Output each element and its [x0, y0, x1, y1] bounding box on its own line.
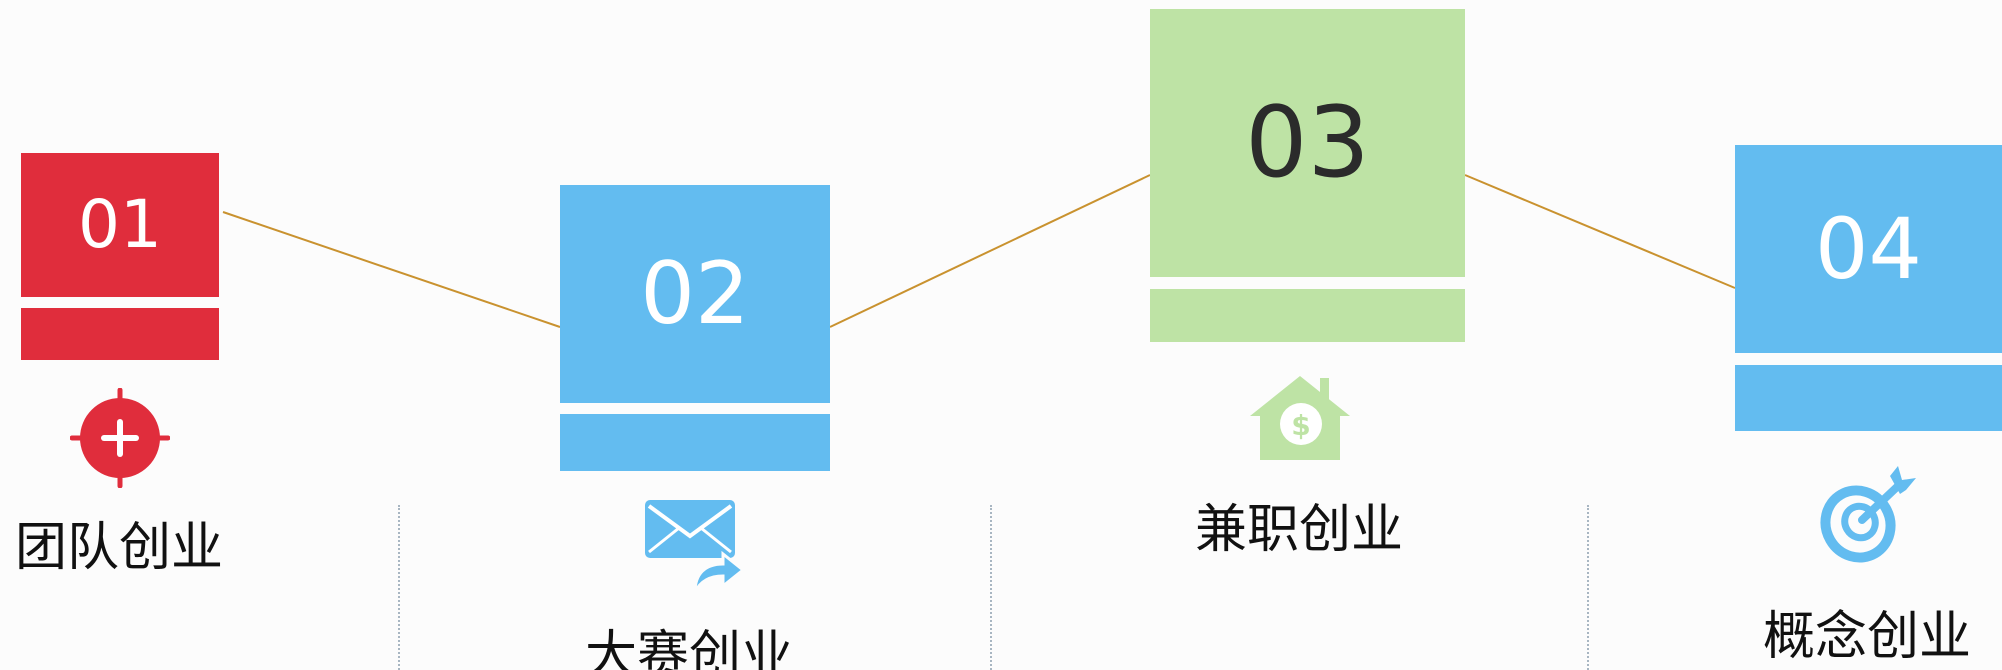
step-card-2-main: 02 [560, 185, 830, 403]
step-number-1: 01 [78, 186, 162, 263]
step-card-4: 04 [1735, 145, 2002, 431]
step-label-1: 团队创业 [14, 518, 223, 578]
step-card-1-main: 01 [21, 153, 219, 297]
step-number-4: 04 [1815, 200, 1922, 298]
step-card-2-bar [560, 414, 830, 471]
step-card-1: 01 [21, 153, 219, 360]
step-label-4: 概念创业 [1762, 607, 1971, 667]
divider-2 [990, 505, 992, 670]
step-number-2: 02 [640, 244, 750, 344]
mail-forward-icon [645, 500, 745, 593]
connector-line-1-2 [222, 211, 561, 328]
divider-3 [1587, 505, 1589, 670]
crosshair-plus-icon [70, 388, 170, 488]
step-number-3: 03 [1245, 86, 1370, 200]
house-dollar-icon: $ [1250, 376, 1350, 460]
step-card-3: 03 [1150, 9, 1465, 342]
connector-line-2-3 [829, 174, 1151, 328]
target-dart-icon [1820, 466, 1916, 563]
step-label-3: 兼职创业 [1194, 500, 1403, 560]
step-card-1-bar [21, 308, 219, 360]
svg-text:$: $ [1291, 409, 1310, 442]
step-card-4-main: 04 [1735, 145, 2002, 353]
divider-1 [398, 505, 400, 670]
step-card-4-bar [1735, 365, 2002, 431]
connector-line-3-4 [1464, 174, 1736, 289]
step-label-2: 大赛创业 [584, 626, 793, 670]
step-card-2: 02 [560, 185, 830, 471]
step-card-3-main: 03 [1150, 9, 1465, 277]
step-card-3-bar [1150, 289, 1465, 342]
